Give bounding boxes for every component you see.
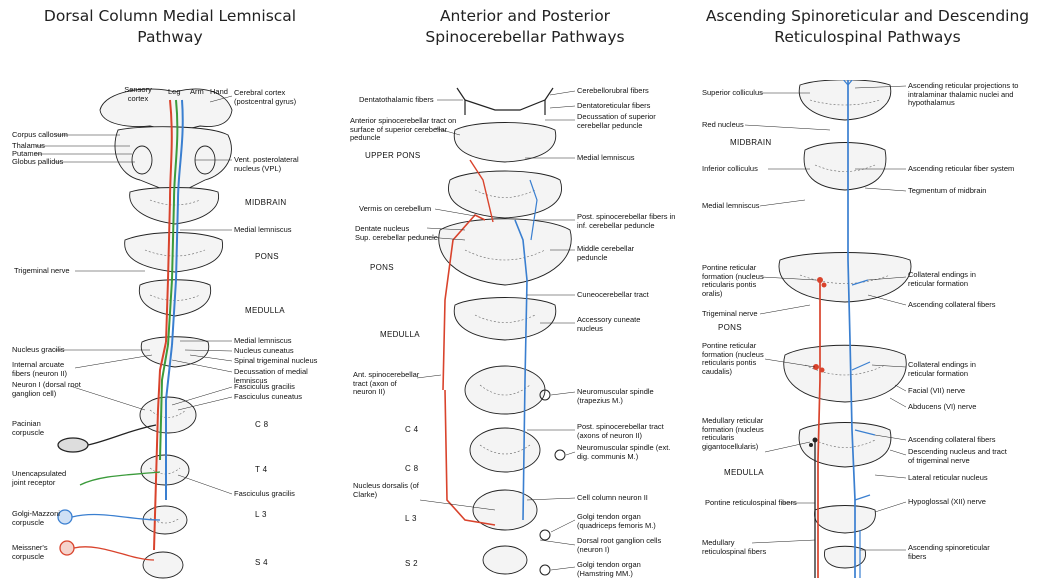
ascending-collateral-label-2: Ascending collateral fibers (908, 436, 996, 445)
spindle-ext-dig-label: Neuromuscular spindle (ext. dig. communi… (577, 444, 682, 461)
l3-level: L 3 (255, 510, 267, 519)
lateral-reticular-label: Lateral reticular nucleus (908, 474, 988, 483)
ant-spinocerebellar-tract-label: Ant. spinocerebellar tract (axon of neur… (353, 371, 421, 397)
golgi-quadriceps-label: Golgi tendon organ (quadriceps femoris M… (577, 513, 672, 530)
neuron-i-label: Neuron I (dorsal root ganglion cell) (12, 381, 90, 398)
red-nucleus-label: Red nucleus (702, 121, 744, 130)
accessory-cuneate-label: Accessory cuneate nucleus (577, 316, 662, 333)
corpus-callosum-label: Corpus callosum (12, 131, 68, 140)
cerebellorubral-label: Cerebellorubral fibers (577, 87, 649, 96)
cell-column-label: Cell column neuron II (577, 494, 648, 503)
vermis-label: Vermis on cerebellum (359, 205, 431, 214)
cerebral-cortex-label: Cerebral cortex (postcentral gyrus) (234, 89, 324, 106)
golgi-mazzoni-label: Golgi-Mazzoni corpuscle (12, 510, 62, 527)
midbrain-level: MIDBRAIN (245, 198, 287, 207)
spinocerebellar-panel: Dentatothalamic fibers Anterior spinocer… (345, 80, 690, 580)
spinocerebellar-title: Anterior and Posterior Spinocerebellar P… (385, 6, 665, 48)
arm-label: Arm (190, 88, 204, 97)
descending-trigeminal-label: Descending nucleus and tract of trigemin… (908, 448, 1013, 465)
spinoreticular-panel: Superior colliculus Red nucleus Inferior… (690, 80, 1040, 580)
drg-cells-label: Dorsal root ganglion cells (neuron I) (577, 537, 682, 554)
golgi-hamstring-label: Golgi tendon organ (Hamstring MM.) (577, 561, 672, 578)
medulla-level: MEDULLA (245, 306, 285, 315)
nucleus-gracilis-label: Nucleus gracilis (12, 346, 65, 355)
meissner-label: Meissner's corpuscle (12, 544, 62, 561)
dentatoreticular-label: Dentatoreticular fibers (577, 102, 650, 111)
pacinian-label: Pacinian corpuscle (12, 420, 52, 437)
medulla-level-2: MEDULLA (380, 330, 420, 339)
sensory-cortex-label: Sensory cortex (118, 86, 158, 103)
t4-level: T 4 (255, 465, 267, 474)
medulla-level-3: MEDULLA (724, 468, 764, 477)
pons-level-2: PONS (370, 263, 394, 272)
nucleus-cuneatus-label: Nucleus cuneatus (234, 347, 294, 356)
globus-pallidus-label: Globus pallidus (12, 158, 63, 167)
ant-spinocerebellar-surface-label: Anterior spinocerebellar tract on surfac… (350, 117, 465, 143)
joint-receptor-label: Unencapsulated joint receptor (12, 470, 72, 487)
superior-colliculus-label: Superior colliculus (702, 89, 763, 98)
fasciculus-cuneatus-label: Fasciculus cuneatus (234, 393, 302, 402)
c8-level-2: C 8 (405, 464, 418, 473)
trigeminal-nerve-label-2: Trigeminal nerve (702, 310, 758, 319)
medial-lemniscus-label-4: Medial lemniscus (702, 202, 760, 211)
collateral-endings-label-2: Collateral endings in reticular formatio… (908, 361, 1003, 378)
s4-level: S 4 (255, 558, 268, 567)
pontine-reticulospinal-label: Pontine reticulospinal fibers (705, 499, 797, 508)
internal-arcuate-label: Internal arcuate fibers (neuron II) (12, 361, 82, 378)
vpl-label: Vent. posterolateral nucleus (VPL) (234, 156, 324, 173)
midbrain-level-3: MIDBRAIN (730, 138, 772, 147)
c4-level: C 4 (405, 425, 418, 434)
ascending-spinoreticular-label: Ascending spinoreticular fibers (908, 544, 998, 561)
medullary-rf-label: Medullary reticular formation (nucleus r… (702, 417, 784, 451)
pons-level-3: PONS (718, 323, 742, 332)
s2-level: S 2 (405, 559, 418, 568)
fasciculus-gracilis-label-2: Fasciculus gracilis (234, 490, 295, 499)
ascending-collateral-label-1: Ascending collateral fibers (908, 301, 996, 310)
pontine-rf-oralis-label: Pontine reticular formation (nucleus ret… (702, 264, 770, 298)
leg-label: Leg (168, 88, 181, 97)
c8-level: C 8 (255, 420, 268, 429)
spindle-trapezius-label: Neuromuscular spindle (trapezius M.) (577, 388, 662, 405)
spinal-trigeminal-label: Spinal trigeminal nucleus (234, 357, 317, 366)
medial-lemniscus-label-3: Medial lemniscus (577, 154, 635, 163)
post-spinocerebellar-tract-label: Post. spinocerebellar tract (axons of ne… (577, 423, 677, 440)
collateral-endings-label-1: Collateral endings in reticular formatio… (908, 271, 1003, 288)
medial-lemniscus-label-1: Medial lemniscus (234, 226, 292, 235)
post-spinocerebellar-fibers-label: Post. spinocerebellar fibers in inf. cer… (577, 213, 682, 230)
dcml-panel: Sensory cortex Leg Arm Hand Corpus callo… (0, 80, 345, 580)
dcml-title: Dorsal Column Medial Lemniscal Pathway (20, 6, 320, 48)
hypoglossal-nerve-label: Hypoglossal (XII) nerve (908, 498, 986, 507)
tegmentum-label: Tegmentum of midbrain (908, 187, 986, 196)
medullary-reticulospinal-label: Medullary reticulospinal fibers (702, 539, 772, 556)
fasciculus-gracilis-label-1: Fasciculus gracilis (234, 383, 295, 392)
trigeminal-nerve-label: Trigeminal nerve (14, 267, 70, 276)
decussation-scp-label: Decussation of superior cerebellar pedun… (577, 113, 682, 130)
spinoreticular-title: Ascending Spinoreticular and Descending … (705, 6, 1030, 48)
l3-level-2: L 3 (405, 514, 417, 523)
medial-lemniscus-label-2: Medial lemniscus (234, 337, 292, 346)
facial-nerve-label: Facial (VII) nerve (908, 387, 965, 396)
pontine-rf-caudalis-label: Pontine reticular formation (nucleus ret… (702, 342, 780, 376)
nucleus-dorsalis-label: Nucleus dorsalis (of Clarke) (353, 482, 423, 499)
ascending-projections-label: Ascending reticular projections to intra… (908, 82, 1036, 108)
sup-cerebellar-peduncle-label: Sup. cerebellar peduncle (355, 234, 438, 243)
middle-cerebellar-peduncle-label: Middle cerebellar peduncle (577, 245, 647, 262)
upper-pons-level: UPPER PONS (365, 151, 420, 160)
inferior-colliculus-label: Inferior colliculus (702, 165, 758, 174)
pons-level: PONS (255, 252, 279, 261)
dentatothalamic-label: Dentatothalamic fibers (359, 96, 434, 105)
abducens-nerve-label: Abducens (VI) nerve (908, 403, 976, 412)
cuneocerebellar-label: Cuneocerebellar tract (577, 291, 649, 300)
hand-label: Hand (210, 88, 228, 97)
ascending-fiber-system-label: Ascending reticular fiber system (908, 165, 1014, 174)
